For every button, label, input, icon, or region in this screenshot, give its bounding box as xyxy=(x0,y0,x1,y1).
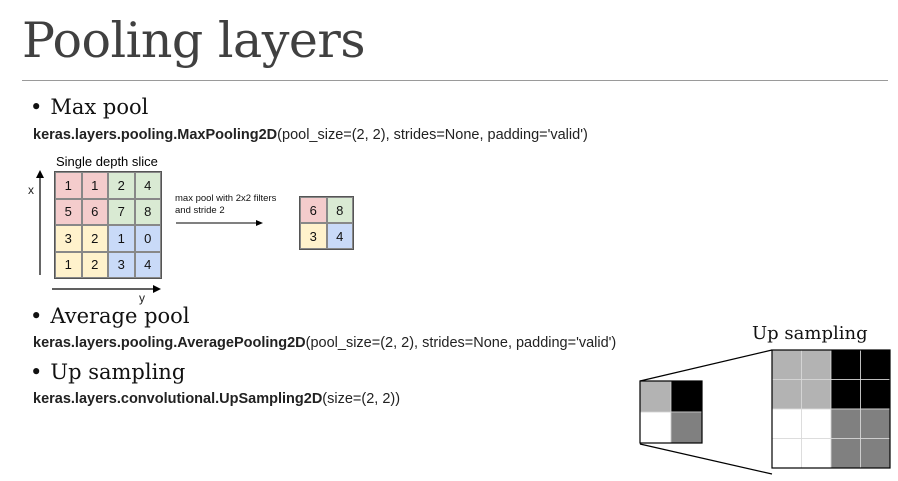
input-cell: 2 xyxy=(81,225,108,252)
bullet-max-pool-label: Max pool xyxy=(50,95,149,119)
maxpool-note-line1: max pool with 2x2 filters xyxy=(175,193,277,204)
upsampling-code: keras.layers.convolutional.UpSampling2D(… xyxy=(33,392,400,407)
small-grid-cell xyxy=(670,380,703,413)
input-cell: 1 xyxy=(55,172,82,199)
big-grid-cell xyxy=(771,379,802,410)
big-grid-cell xyxy=(830,408,861,439)
input-cell: 5 xyxy=(55,198,82,225)
input-cell: 2 xyxy=(81,251,108,278)
input-cell: 4 xyxy=(134,172,161,199)
big-grid-cell xyxy=(801,349,832,380)
small-grid-cell xyxy=(639,380,672,413)
big-grid-cell xyxy=(771,349,802,380)
bullet-average-pool-label: Average pool xyxy=(50,304,190,328)
big-grid-cell xyxy=(860,408,891,439)
upsampling-figure-label: Up sampling xyxy=(752,323,868,344)
big-grid-border xyxy=(771,349,891,469)
big-grid-cell xyxy=(771,438,802,469)
input-cell: 7 xyxy=(108,198,135,225)
avgpool-code: keras.layers.pooling.AveragePooling2D(po… xyxy=(33,336,616,351)
bullet-dot: • xyxy=(30,360,43,384)
big-grid-cell xyxy=(860,379,891,410)
input-cell: 0 xyxy=(134,225,161,252)
big-grid-cell xyxy=(801,379,832,410)
bullet-dot: • xyxy=(30,304,43,328)
input-cell: 1 xyxy=(55,251,82,278)
maxpool-code-function: keras.layers.pooling.MaxPooling2D xyxy=(33,127,278,143)
small-grid-cell xyxy=(670,411,703,444)
input-cell: 6 xyxy=(81,198,108,225)
avgpool-code-function: keras.layers.pooling.AveragePooling2D xyxy=(33,335,306,351)
input-cell: 3 xyxy=(55,225,82,252)
output-cell: 4 xyxy=(326,223,353,249)
big-grid-cell xyxy=(830,379,861,410)
output-cell: 6 xyxy=(300,197,327,223)
input-cell: 1 xyxy=(81,172,108,199)
input-cell: 8 xyxy=(134,198,161,225)
output-cell: 8 xyxy=(326,197,353,223)
bullet-average-pool: • Average pool xyxy=(30,306,190,327)
bullet-up-sampling-label: Up sampling xyxy=(50,360,186,384)
axis-y-arrowhead xyxy=(153,285,161,293)
big-grid-cell xyxy=(860,438,891,469)
slice-label: Single depth slice xyxy=(56,154,158,169)
big-grid-cell xyxy=(801,438,832,469)
bullet-up-sampling: • Up sampling xyxy=(30,362,185,383)
upsampling-connector xyxy=(639,443,773,475)
input-cell: 2 xyxy=(108,172,135,199)
small-grid-border xyxy=(639,380,703,444)
axis-x-arrowhead xyxy=(36,170,44,178)
upsampling-code-args: (size=(2, 2)) xyxy=(322,391,401,407)
bullet-dot: • xyxy=(30,95,43,119)
axis-x-label: x xyxy=(28,183,34,197)
big-grid-cell xyxy=(801,408,832,439)
small-grid-cell xyxy=(639,411,672,444)
bullet-max-pool: • Max pool xyxy=(30,97,148,118)
pool-arrowhead xyxy=(256,220,263,226)
maxpool-code-args: (pool_size=(2, 2), strides=None, padding… xyxy=(277,127,588,143)
big-grid-cell xyxy=(830,349,861,380)
big-grid-cell xyxy=(860,349,891,380)
maxpool-code: keras.layers.pooling.MaxPooling2D(pool_s… xyxy=(33,128,588,143)
title-divider xyxy=(22,80,888,81)
big-grid-cell xyxy=(830,438,861,469)
input-cell: 4 xyxy=(134,251,161,278)
avgpool-code-args: (pool_size=(2, 2), strides=None, padding… xyxy=(305,335,617,351)
axis-y-label: y xyxy=(139,291,145,305)
input-cell: 1 xyxy=(108,225,135,252)
input-cell: 3 xyxy=(108,251,135,278)
big-grid-cell xyxy=(771,408,802,439)
upsampling-code-function: keras.layers.convolutional.UpSampling2D xyxy=(33,391,323,407)
maxpool-note-line2: and stride 2 xyxy=(175,205,225,216)
upsampling-connector xyxy=(639,349,773,382)
maxpool-note: max pool with 2x2 filters and stride 2 xyxy=(175,193,295,217)
output-cell: 3 xyxy=(300,223,327,249)
slide-title: Pooling layers xyxy=(22,12,365,69)
